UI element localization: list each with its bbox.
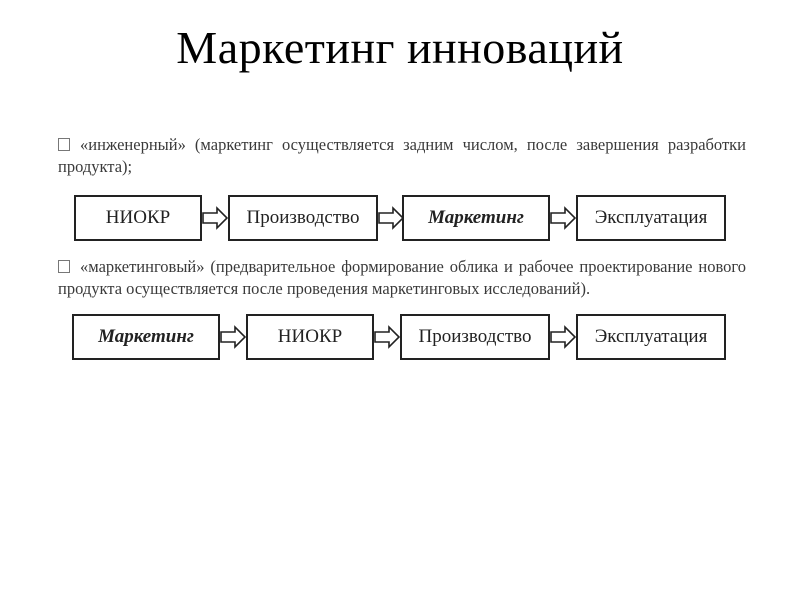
arrow-right-icon (378, 206, 404, 230)
flow-2-step-4: Эксплуатация (576, 314, 726, 360)
slide-title: Маркетинг инноваций (176, 22, 624, 73)
flow-1-step-4: Эксплуатация (576, 195, 726, 241)
flow-2-step-1: Маркетинг (72, 314, 220, 360)
flow-1-step-3: Маркетинг (402, 195, 550, 241)
arrow-right-icon (550, 206, 576, 230)
bullet-icon (58, 138, 70, 151)
arrow-right-icon (220, 325, 246, 349)
approach-1-text: «инженерный» (маркетинг осуществляется з… (58, 135, 746, 176)
flow-2-step-3: Производство (400, 314, 550, 360)
arrow-right-icon (202, 206, 228, 230)
approach-2-text: «маркетинговый» (предварительное формиро… (58, 257, 746, 298)
approach-2-description: «маркетинговый» (предварительное формиро… (58, 256, 746, 300)
bullet-icon (58, 260, 70, 273)
flow-1-step-1: НИОКР (74, 195, 202, 241)
arrow-right-icon (374, 325, 400, 349)
flow-2-step-2: НИОКР (246, 314, 374, 360)
flow-1-step-2: Производство (228, 195, 378, 241)
arrow-right-icon (550, 325, 576, 349)
approach-1-description: «инженерный» (маркетинг осуществляется з… (58, 134, 746, 178)
